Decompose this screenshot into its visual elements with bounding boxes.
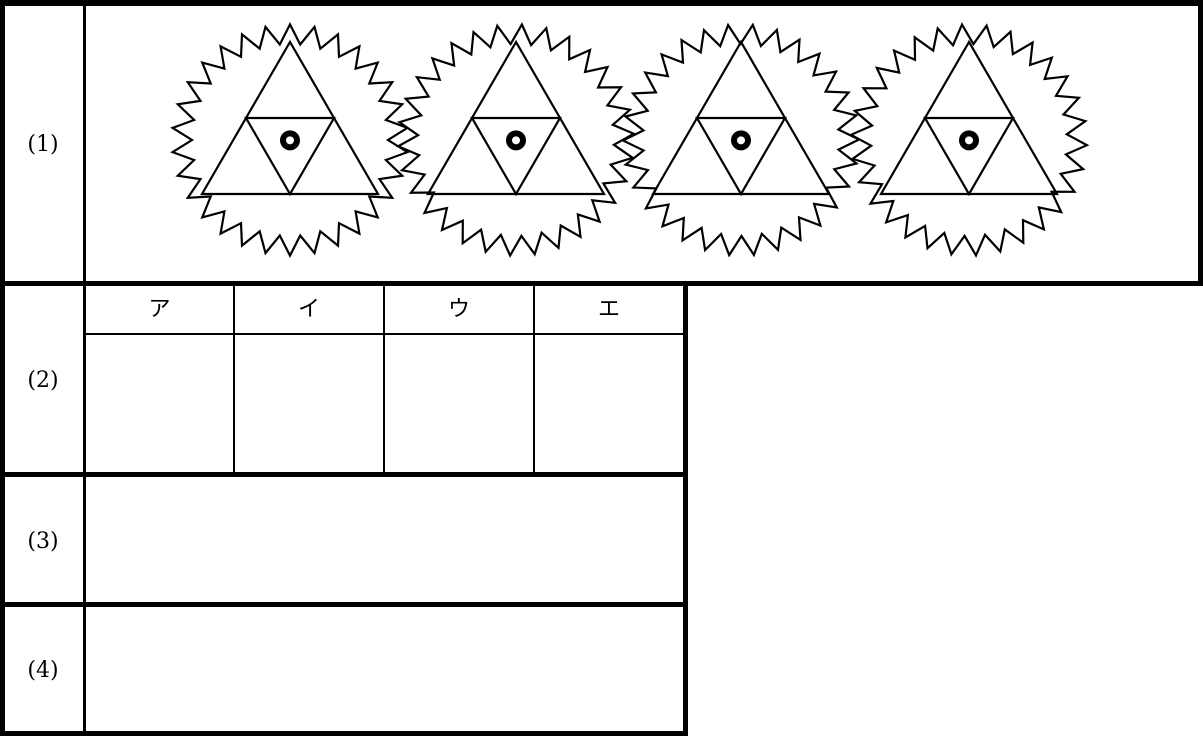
row1-bottom-border <box>0 281 1203 286</box>
target-hole <box>286 136 294 144</box>
row-label-4: (4) <box>3 656 83 686</box>
choice-header-a: ア <box>86 288 233 332</box>
starburst-triangle-icon <box>851 25 1087 256</box>
answer-cell-4[interactable] <box>86 607 683 731</box>
choice-header-u: ウ <box>385 288 533 332</box>
answer-cell-u[interactable] <box>385 335 533 472</box>
answer-cell-e[interactable] <box>535 335 683 472</box>
row1-right-border <box>1198 0 1203 286</box>
answer-cell-a[interactable] <box>86 335 233 472</box>
answer-cell-3[interactable] <box>86 477 683 602</box>
target-hole <box>512 136 520 144</box>
starburst-triangle-icon <box>173 24 408 255</box>
choice-header-i: イ <box>235 288 383 332</box>
target-hole <box>737 136 745 144</box>
starburst-triangle-icon <box>398 25 634 256</box>
choice-header-e: エ <box>535 288 683 332</box>
lower-right-border <box>683 281 688 736</box>
row1-top-border <box>0 0 1203 6</box>
starburst-triangle-icon <box>623 25 859 255</box>
row4-bottom-border <box>0 731 688 736</box>
row-label-2: (2) <box>3 366 83 396</box>
row-label-1: (1) <box>3 130 83 160</box>
answer-cell-i[interactable] <box>235 335 383 472</box>
target-hole <box>965 136 973 144</box>
row-label-3: (3) <box>3 527 83 557</box>
starburst-figure-strip <box>86 7 1196 279</box>
